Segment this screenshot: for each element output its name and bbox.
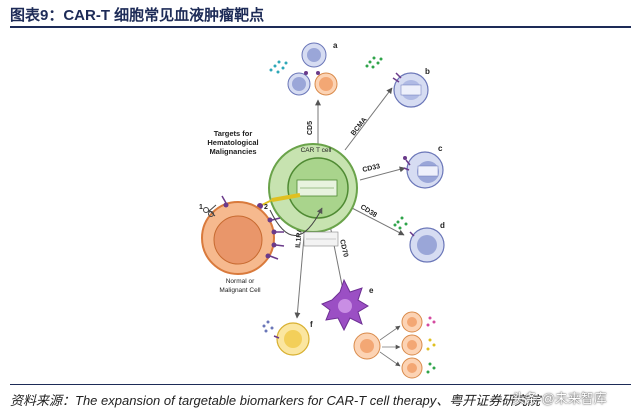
normal-malignant-cell: Normal or Malignant Cell xyxy=(201,195,339,294)
figure-title: 图表9：CAR-T 细胞常见血液肿瘤靶点 xyxy=(10,7,265,24)
svg-text:Targets for: Targets for xyxy=(214,129,253,138)
source-note: 资料来源：The expansion of targetable biomark… xyxy=(10,393,541,408)
panel-f: f xyxy=(262,320,313,356)
normal-cell-label-1: Normal or xyxy=(226,278,255,285)
panel-b: b xyxy=(365,56,430,108)
normal-cell-label-2: Malignant Cell xyxy=(219,287,261,294)
top-divider xyxy=(10,26,631,28)
svg-text:Hematological: Hematological xyxy=(207,138,258,147)
panel-d: d xyxy=(393,216,445,263)
step-number-1: 1 xyxy=(199,204,203,211)
panel-letter-a: a xyxy=(333,41,338,50)
scissors-icon xyxy=(203,204,217,217)
bottom-divider xyxy=(10,384,631,385)
panel-letter-d: d xyxy=(440,221,445,230)
panel-letter-c: c xyxy=(438,144,443,153)
target-label-cd33: CD33 xyxy=(362,163,381,174)
panel-letter-b: b xyxy=(425,67,430,76)
car-t-label: CAR T cell xyxy=(301,147,332,154)
svg-text:Malignancies: Malignancies xyxy=(209,147,256,156)
panel-c: c xyxy=(403,144,444,189)
center-title: Targets for Hematological Malignancies xyxy=(207,129,258,156)
target-label-cd70: CD70 xyxy=(338,239,349,258)
panel-e: e xyxy=(320,278,436,379)
car-t-cell: CAR T cell xyxy=(268,143,358,233)
step-number-2: 2 xyxy=(264,204,268,211)
watermark: 头条 @未来智库 xyxy=(512,391,607,406)
panel-letter-e: e xyxy=(369,286,374,295)
panel-a: a xyxy=(269,41,338,96)
target-label-bcma: BCMA xyxy=(350,116,368,137)
panel-letter-f: f xyxy=(310,320,313,329)
target-label-cd5: CD5 xyxy=(307,121,314,135)
dendritic-cell-icon xyxy=(320,278,369,332)
